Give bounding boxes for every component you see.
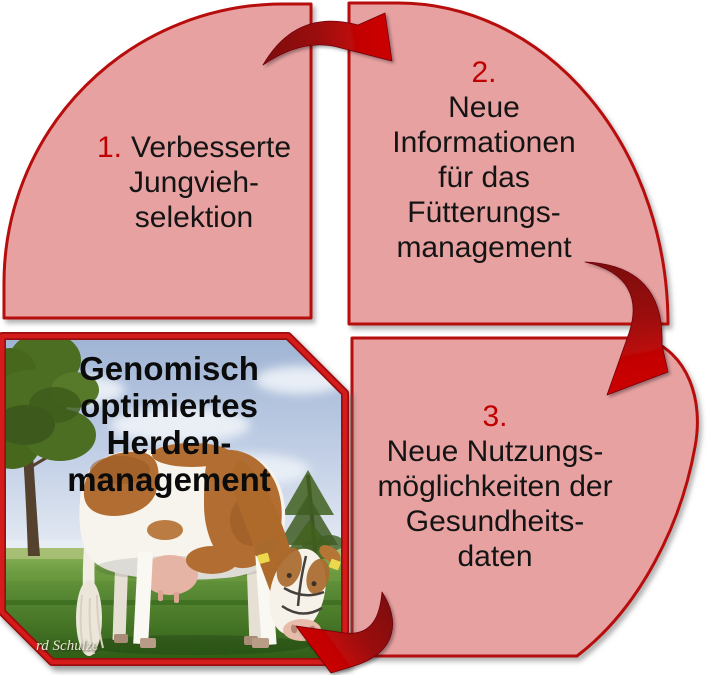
quadrant-1-number: 1.	[96, 131, 122, 164]
ear-tag	[257, 552, 270, 564]
cow-ear-right	[319, 545, 341, 563]
label-line: 1.Verbesserte	[58, 130, 330, 165]
label-line: Informationen	[392, 126, 576, 159]
quadrant-1-label: 1.Verbesserte Jungvieh- selektion	[58, 130, 330, 235]
quadrant-3-label: 3. Neue Nutzungs- möglichkeiten der Gesu…	[354, 399, 636, 574]
center-panel-title: Genomisch optimiertes Herden- management	[8, 350, 330, 498]
label-line: Jungvieh-	[128, 166, 260, 199]
label-line: Fütterungs-	[407, 196, 561, 229]
quadrant-1-shape	[2, 2, 313, 320]
photo-credit: rd Schulze	[36, 638, 99, 654]
quadrant-3-shape	[350, 336, 699, 658]
cow-photo	[2, 336, 345, 662]
label-line: management	[396, 231, 572, 264]
title-line: Herden-	[106, 424, 232, 461]
quadrant-3-number: 3.	[482, 400, 508, 433]
cow-halter	[281, 555, 325, 615]
title-line: optimiertes	[80, 387, 258, 424]
label-line: Neue	[448, 91, 520, 124]
curved-arrow-1-to-2	[262, 12, 393, 66]
label-line: selektion	[134, 201, 254, 234]
quadrant-2-label: 2. Neue Informationen für das Fütterungs…	[344, 55, 624, 265]
label-line: Gesundheits-	[405, 505, 585, 538]
left-tree	[2, 336, 99, 556]
curved-arrow-3-to-4	[295, 591, 394, 674]
label-line: Neue Nutzungs-	[386, 435, 604, 468]
title-line: management	[67, 461, 271, 498]
cow-udder	[142, 555, 198, 595]
label-text: Verbesserte	[130, 131, 292, 164]
label-line: daten	[457, 540, 533, 573]
cow-ear-left	[254, 539, 278, 557]
title-line: Genomisch	[79, 350, 259, 387]
cow-illustration	[59, 443, 341, 656]
cow-photo-panel	[0, 332, 349, 666]
curved-arrow-2-to-3	[584, 261, 669, 396]
quadrant-2-shape	[347, 1, 670, 326]
quadrant-2-number: 2.	[471, 56, 497, 89]
label-line: für das	[438, 161, 530, 194]
label-line: möglichkeiten der	[377, 470, 613, 503]
ear-tag	[328, 558, 341, 571]
